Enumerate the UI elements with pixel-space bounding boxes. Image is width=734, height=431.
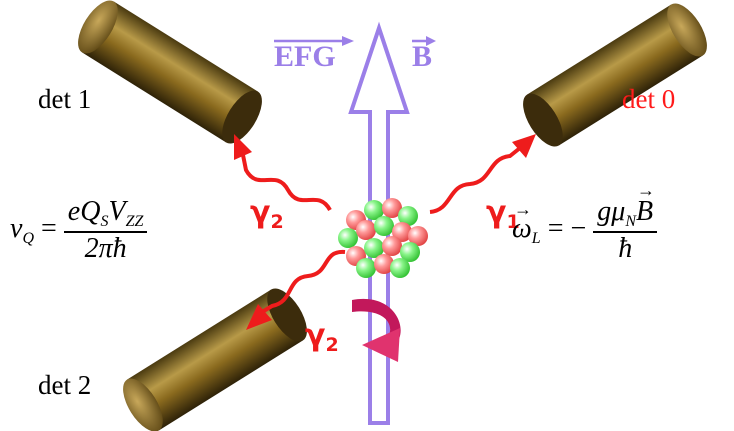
- b-field-vector-arrow-icon: →: [637, 180, 656, 200]
- b-vector-label: B: [412, 36, 436, 74]
- det0-label: det 0: [622, 84, 676, 114]
- gamma-ray-right-head: [512, 134, 536, 158]
- efg-vector-arrow-icon: [274, 36, 354, 46]
- det1-label: det 1: [38, 84, 92, 114]
- nu-fraction: eQSVZZ 2πħ: [63, 196, 148, 265]
- gamma-2-lower-label: γ2: [305, 318, 339, 356]
- field-axis-arrow: [348, 21, 410, 425]
- efg-vector-label: EFG: [274, 36, 354, 74]
- gamma-ray-left-upper-head: [234, 134, 252, 160]
- gamma-1-label: γ1: [486, 195, 520, 233]
- detector-2-cylinder: [123, 288, 307, 431]
- nucleus: [338, 198, 428, 278]
- rotation-arrowhead: [362, 328, 400, 362]
- det2-label: det 2: [38, 370, 92, 400]
- gamma-ray-right: [429, 146, 522, 214]
- gamma-2-upper-label: γ2: [250, 195, 284, 233]
- gamma-ray-left-upper: [240, 149, 332, 212]
- omega-fraction: gμN→B ħ: [593, 180, 658, 265]
- efg-text: EFG: [274, 40, 336, 73]
- detector-0-cylinder: [523, 3, 707, 147]
- b-text: B: [412, 40, 433, 73]
- rotation-arrow-band: [352, 298, 401, 345]
- detector-1-cylinder: [78, 0, 262, 144]
- gamma-ray-left-lower: [260, 249, 346, 314]
- gamma-ray-left-lower-head: [246, 304, 272, 330]
- larmor-frequency-formula: → ωL = − gμN→B ħ: [512, 180, 658, 265]
- quadrupole-frequency-formula: νQ = eQSVZZ 2πħ: [10, 196, 148, 265]
- omega-vector-arrow-icon: →: [514, 198, 532, 219]
- b-vector-arrow-icon: [412, 36, 436, 46]
